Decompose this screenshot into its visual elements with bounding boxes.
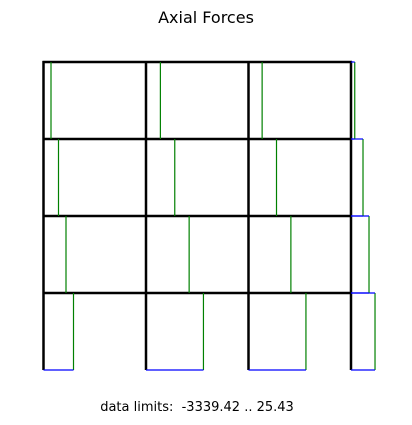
data-limits-caption: data limits: -3339.42 .. 25.43 bbox=[100, 400, 294, 415]
axial-force-diagram bbox=[43, 61, 376, 371]
frame-beams bbox=[42, 60, 352, 295]
diagram-title: Axial Forces bbox=[158, 8, 254, 27]
